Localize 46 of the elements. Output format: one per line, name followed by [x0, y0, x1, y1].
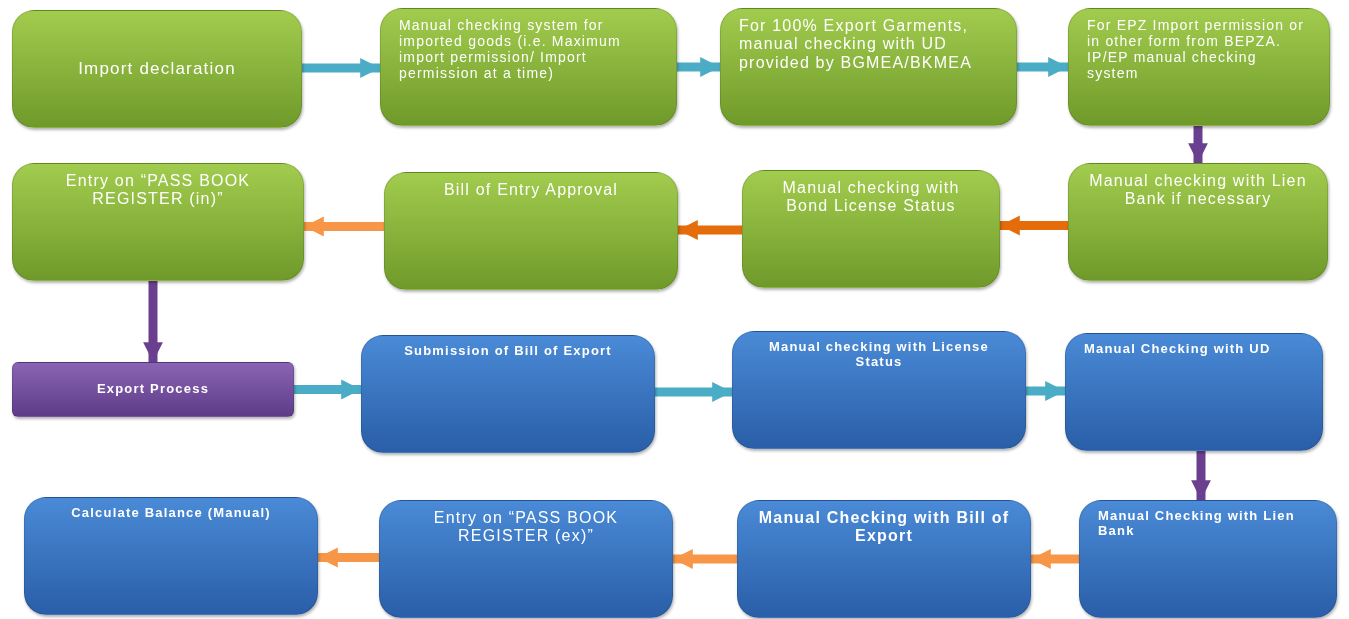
- step-text: Manual checking with Lien Bank if necessary: [1088, 172, 1308, 209]
- arrow: [318, 547, 379, 568]
- step-text: Manual checking with Bond License Status: [781, 179, 961, 216]
- arrow: [1191, 451, 1211, 500]
- step-text: Manual checking system for imported goods (i.e. Maximum import permission/ Import permission at a time): [399, 17, 622, 82]
- arrow: [1188, 126, 1208, 163]
- process-box: [12, 362, 294, 417]
- process-box: [742, 170, 1000, 288]
- process-box: [380, 8, 677, 126]
- arrow: [1026, 381, 1065, 401]
- step-text: Calculate Balance (Manual): [70, 506, 272, 521]
- process-box: [1079, 500, 1337, 618]
- process-box: [1068, 163, 1328, 281]
- step-text: Import declaration: [77, 59, 237, 79]
- step-text: Manual Checking with UD: [1084, 342, 1272, 357]
- arrow: [673, 549, 737, 569]
- process-box: [1065, 333, 1323, 451]
- step-text: Manual checking with License Status: [768, 340, 990, 370]
- arrow: [677, 57, 720, 77]
- process-box: [12, 163, 304, 281]
- step-text: Entry on “PASS BOOK REGISTER (ex)”: [432, 509, 620, 546]
- arrow: [302, 58, 380, 78]
- process-box: [737, 500, 1031, 618]
- process-box: [361, 335, 655, 453]
- arrow: [1000, 215, 1068, 236]
- step-text: For EPZ Import permission or in other form from BEPZA. IP/EP manual checking system: [1087, 17, 1306, 82]
- process-box: [720, 8, 1017, 126]
- process-box: [379, 500, 673, 618]
- process-box: [384, 172, 678, 290]
- arrow: [1031, 549, 1079, 569]
- arrow: [1017, 57, 1068, 77]
- process-box: [732, 331, 1026, 449]
- process-box: [24, 497, 318, 615]
- process-box: [12, 10, 302, 128]
- arrow: [678, 220, 742, 240]
- step-text: Submission of Bill of Export: [403, 344, 613, 359]
- step-text: Bill of Entry Approval: [443, 181, 619, 200]
- step-text: For 100% Export Garments, manual checking with UD provided by BGMEA/BKMEA: [739, 17, 973, 73]
- step-text: Manual Checking with Lien Bank: [1098, 509, 1296, 539]
- arrow: [655, 382, 732, 402]
- process-box: [1068, 8, 1330, 126]
- arrow: [304, 216, 384, 237]
- arrow: [294, 379, 361, 400]
- step-text: Manual Checking with Bill of Export: [757, 509, 1011, 546]
- step-text: Export Process: [95, 382, 211, 397]
- step-text: Entry on “PASS BOOK REGISTER (in)”: [64, 172, 252, 209]
